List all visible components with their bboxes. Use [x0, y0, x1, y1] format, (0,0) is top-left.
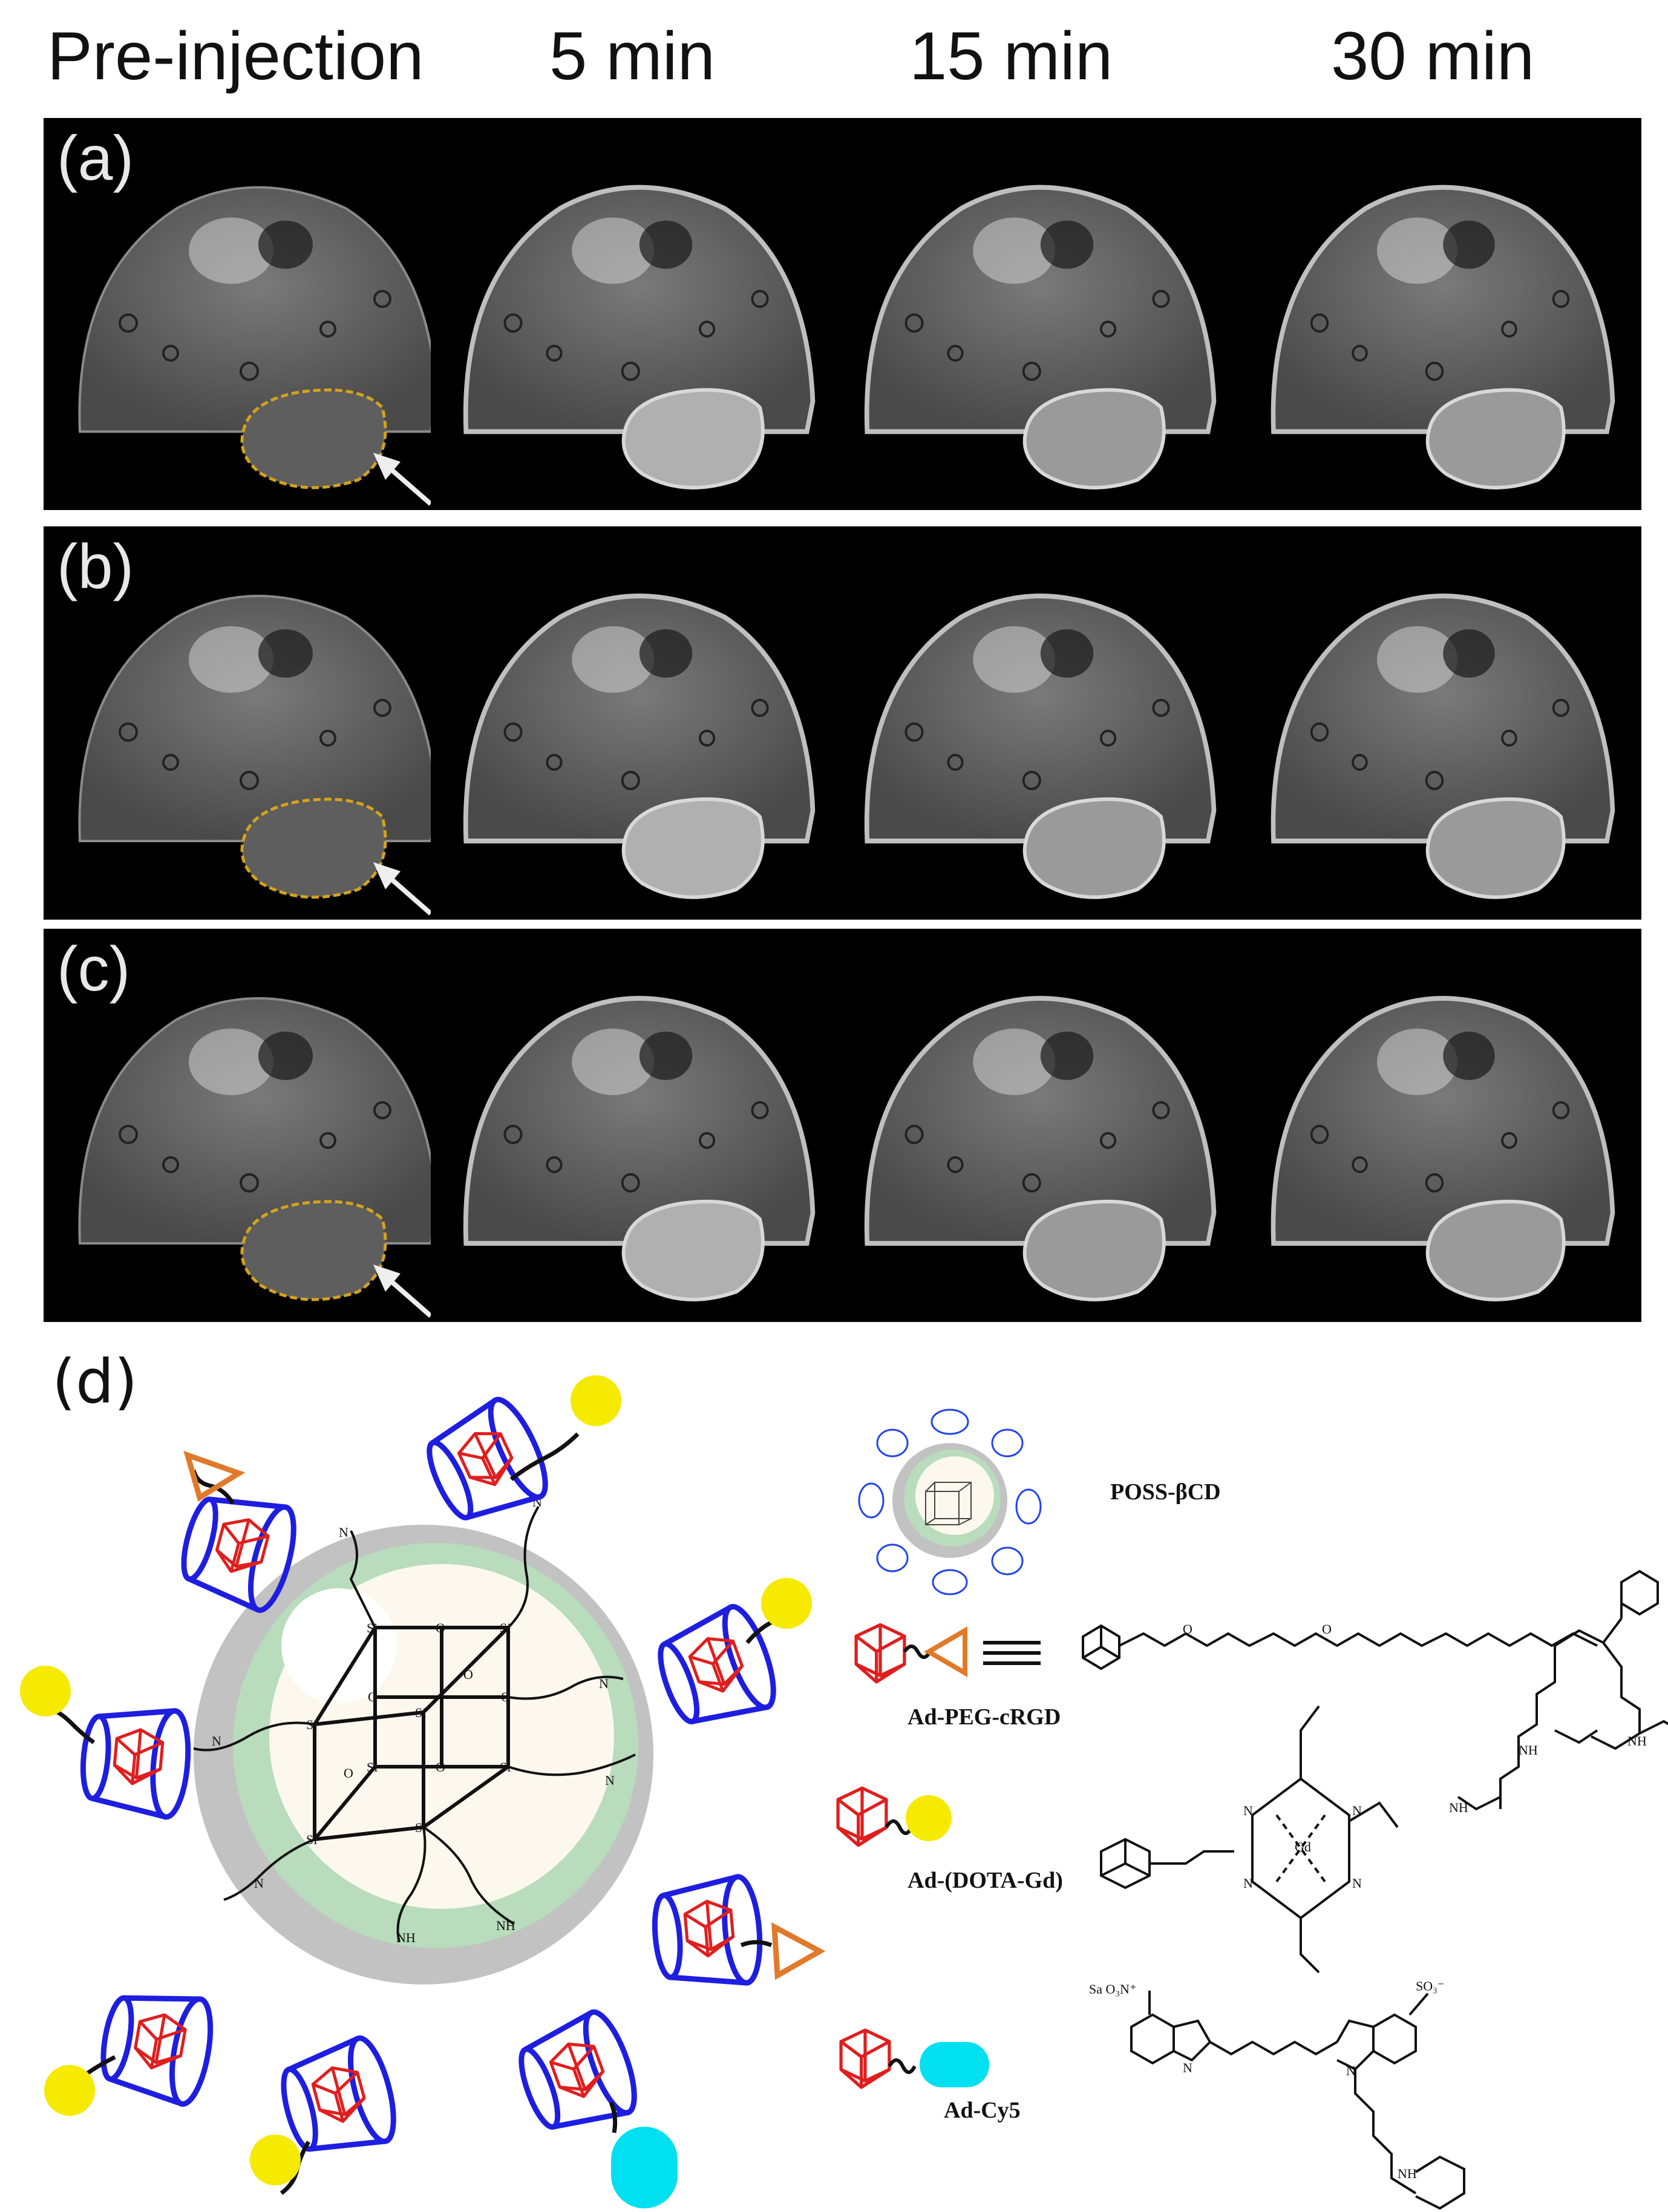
svg-text:N: N	[339, 1525, 348, 1540]
cd-unit-right-top	[649, 1602, 783, 1737]
poss-linkers	[193, 1505, 636, 1943]
mri-panel-b-15-min	[832, 526, 1243, 920]
mri-panel-c-5-min	[431, 929, 842, 1322]
mri-slice-image	[1271, 996, 1615, 1301]
mri-slice-image	[463, 185, 816, 489]
svg-text:NH: NH	[1449, 1800, 1468, 1815]
mri-slice-image	[864, 594, 1217, 899]
cd-unit-bottom-right	[510, 2007, 644, 2142]
svg-text:Si: Si	[367, 1759, 378, 1775]
column-header-30-min: 30 min	[1331, 18, 1535, 94]
svg-text:NH: NH	[496, 1918, 515, 1933]
tumor-outline	[240, 1200, 387, 1301]
mri-slice-image	[78, 595, 439, 916]
svg-text:O: O	[436, 1759, 445, 1775]
svg-text:NH: NH	[1627, 1733, 1647, 1749]
mri-slice-image	[864, 996, 1217, 1301]
tumor-outline	[240, 388, 387, 489]
mri-panel-a-30-min	[1239, 118, 1641, 510]
mri-panel-b-30-min	[1239, 526, 1641, 920]
column-header-15-min: 15 min	[909, 18, 1113, 94]
mri-panel-c-pre-injection: (c)	[44, 929, 467, 1322]
svg-text:Si: Si	[500, 1759, 511, 1775]
svg-text:O: O	[368, 1689, 378, 1704]
cy5-capsule	[611, 2127, 678, 2208]
svg-text:NH: NH	[396, 1930, 416, 1945]
legend-ad-cy5: Ad-Cy5	[944, 2098, 1021, 2123]
dota-gd-dot	[20, 1666, 71, 1716]
mri-slice-image	[1271, 594, 1615, 899]
cd-unit-left	[79, 1703, 192, 1818]
svg-text:O: O	[463, 1667, 473, 1682]
row-label-a: (a)	[57, 123, 134, 194]
legend-rgd-icon	[856, 1625, 904, 1682]
svg-text:NH: NH	[1398, 2166, 1417, 2181]
mri-panel-a-pre-injection: (a)	[44, 118, 467, 510]
cd-unit-bottom-left	[96, 1984, 217, 2107]
svg-text:N: N	[1352, 1876, 1362, 1891]
svg-text:N: N	[1352, 1803, 1362, 1818]
legend-cy5-icon	[841, 2030, 889, 2087]
svg-text:N: N	[1346, 2063, 1356, 2078]
column-header-5-min: 5 min	[549, 18, 715, 94]
tumor-outline	[240, 797, 387, 899]
dota-gd-dot	[761, 1578, 812, 1629]
column-header-pre-injection: Pre-injection	[47, 18, 424, 94]
cy5-structure	[1130, 1991, 1465, 2210]
mri-panel-a-15-min	[832, 118, 1243, 510]
mri-slice-image	[1271, 185, 1615, 489]
svg-text:O: O	[1183, 1621, 1192, 1637]
svg-text:N: N	[599, 1676, 609, 1691]
dota-gd-structure	[1100, 1705, 1399, 1974]
ad-peg-crgd-structure	[1082, 1569, 1668, 1811]
mri-slice-image	[78, 186, 439, 506]
svg-text:N: N	[1183, 2060, 1192, 2075]
svg-text:O: O	[436, 1620, 445, 1635]
panel-d-label: (d)	[52, 1346, 138, 1417]
svg-text:N: N	[212, 1733, 221, 1749]
svg-text:SO₃⁻: SO₃⁻	[1416, 1978, 1444, 1994]
legend-ad-peg-crgd: Ad-PEG-cRGD	[908, 1704, 1061, 1730]
svg-text:O: O	[501, 1689, 511, 1704]
row-label-c: (c)	[57, 934, 131, 1004]
dota-gd-dot	[571, 1375, 621, 1426]
svg-text:Si: Si	[415, 1705, 426, 1720]
mri-panel-b-pre-injection: (b)	[44, 526, 467, 920]
legend-poss-bcd: POSS-βCD	[1110, 1479, 1221, 1505]
dota-gd-dot	[250, 2135, 301, 2185]
mri-panel-c-15-min	[832, 929, 1243, 1322]
dota-gd-dot	[44, 2065, 95, 2116]
svg-text:N: N	[1243, 1876, 1253, 1891]
mri-slice-image	[864, 185, 1217, 489]
svg-text:O: O	[1322, 1621, 1332, 1637]
svg-text:N: N	[254, 1876, 264, 1891]
mri-panel-a-5-min	[431, 118, 842, 510]
mri-slice-image	[463, 996, 816, 1301]
svg-text:N: N	[1243, 1803, 1253, 1818]
svg-text:NH: NH	[1519, 1742, 1538, 1758]
svg-text:Si: Si	[500, 1620, 511, 1635]
mri-panel-b-5-min	[431, 526, 842, 920]
crgd-triangle	[771, 1922, 826, 1980]
legend-gd-icon	[838, 1788, 886, 1845]
svg-text:Sa O₃N⁺: Sa O₃N⁺	[1089, 1981, 1137, 1997]
legend-ad-dota-gd: Ad-(DOTA-Gd)	[908, 1868, 1063, 1893]
svg-text:Gd: Gd	[1295, 1839, 1311, 1854]
row-label-b: (b)	[57, 532, 134, 602]
poss-nanoparticle-diagram: Si Si Si Si Si Si Si Si O O O O O O N N …	[20, 1375, 1668, 2210]
linker-atoms: N N N N NH NH N N	[212, 1494, 615, 1945]
poss-bcd-mini	[858, 1409, 1042, 1595]
svg-text:N: N	[605, 1773, 615, 1788]
mri-slice-image	[463, 594, 816, 899]
crgd-triangle	[183, 1450, 246, 1502]
svg-text:O: O	[344, 1765, 353, 1781]
svg-text:Si: Si	[367, 1620, 378, 1635]
mri-panel-c-30-min	[1239, 929, 1641, 1322]
cd-unit-right	[651, 1875, 764, 1990]
mri-slice-image	[78, 997, 439, 1318]
